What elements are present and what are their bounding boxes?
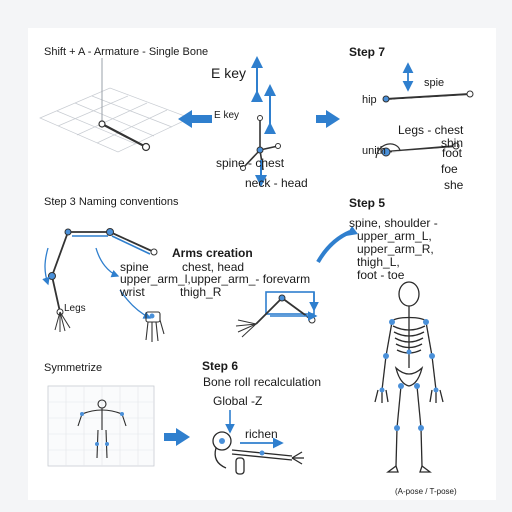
hip-joint bbox=[382, 95, 390, 103]
forearm-bones bbox=[255, 297, 313, 325]
naming-spine: spine bbox=[120, 260, 149, 274]
shoulder-joint bbox=[64, 228, 72, 236]
step5-line-5: foot - toe bbox=[357, 268, 405, 282]
leg-joint-upper bbox=[48, 272, 56, 280]
forearm-joint-mid bbox=[278, 294, 286, 302]
leg-bone-horizontal-inner bbox=[391, 147, 449, 153]
chain-joint-left bbox=[240, 165, 246, 171]
foe-label: foe bbox=[441, 162, 458, 176]
step6-arm bbox=[212, 431, 304, 475]
symmetrize-joints bbox=[80, 412, 124, 446]
pose-caption: (A-pose / T-pose) bbox=[395, 487, 457, 496]
hip-label: hip bbox=[362, 94, 377, 106]
step6-shoulder-joint bbox=[219, 438, 225, 444]
step7-title: Step 7 bbox=[349, 45, 386, 59]
naming-chest-head: chest, head bbox=[182, 260, 245, 274]
full-skeleton bbox=[374, 281, 444, 473]
she-label: she bbox=[444, 178, 464, 192]
chain-joint-right bbox=[275, 143, 281, 149]
leg-ik-curve bbox=[375, 143, 401, 159]
arm-rig bbox=[51, 231, 155, 313]
step3-title: Step 3 Naming conventions bbox=[44, 196, 179, 208]
forearm-joint-end bbox=[308, 316, 316, 324]
leg-bone-horizontal bbox=[383, 145, 457, 153]
spine-chest-label: spine - chest bbox=[216, 156, 285, 170]
arrow-right-symmetrize bbox=[164, 428, 190, 446]
spine-bone-horizontal bbox=[385, 93, 471, 100]
bone-tail-joint bbox=[141, 142, 151, 152]
grid-floor bbox=[39, 87, 191, 153]
step5-line-3: upper_arm_R, bbox=[357, 242, 434, 256]
arrow-curve-head bbox=[346, 226, 358, 236]
chain-joint-mid bbox=[256, 146, 264, 154]
symmetrize-title: Symmetrize bbox=[44, 362, 103, 374]
neck-head-label: neck - head bbox=[245, 176, 308, 190]
richen-label: richen bbox=[245, 427, 278, 441]
e-key-small-label: E key bbox=[214, 110, 240, 121]
global-z-label: Global -Z bbox=[213, 394, 263, 408]
elbow-joint bbox=[106, 228, 114, 236]
leg-root-joint bbox=[381, 147, 391, 157]
step6-subtitle: Bone roll recalculation bbox=[203, 375, 322, 389]
step6-elbow-joint bbox=[259, 450, 265, 456]
foot-label: foot bbox=[442, 146, 463, 160]
arrow-curve-to-step5 bbox=[316, 230, 351, 264]
single-bone bbox=[101, 123, 147, 148]
leg-end-joint bbox=[452, 142, 460, 150]
arms-creation-label: Arms creation bbox=[172, 246, 253, 260]
forearm-hand bbox=[235, 319, 257, 338]
spine-bone-horizontal-inner bbox=[391, 95, 463, 101]
step5-line-1: spine, shoulder - bbox=[349, 216, 438, 230]
naming-upper-arm: upper_arm_l,upper_arm_- forevarm bbox=[120, 272, 311, 286]
bone-head-joint bbox=[98, 120, 106, 128]
step5-line-4: thigh_L, bbox=[357, 255, 400, 269]
step3-arrows bbox=[42, 247, 152, 319]
chain-joint-top bbox=[257, 115, 263, 121]
step5-line-2: upper_arm_L, bbox=[357, 229, 432, 243]
symmetrize-viewport bbox=[47, 385, 155, 467]
spine-end-joint bbox=[466, 90, 474, 98]
e-key-large-label: E key bbox=[211, 65, 247, 81]
skeleton-joints bbox=[379, 319, 439, 431]
hand-bones-left bbox=[54, 311, 71, 332]
step6-title: Step 6 bbox=[202, 359, 239, 373]
naming-wrist: wrist bbox=[120, 285, 145, 299]
arrow-right-large bbox=[316, 110, 340, 128]
arm-rig-highlight bbox=[72, 235, 151, 255]
add-bone-title: Shift + A - Armature - Single Bone bbox=[44, 46, 209, 58]
unith-label: unith bbox=[362, 145, 386, 157]
legs-label: Legs bbox=[64, 303, 86, 314]
small-hand-joint bbox=[149, 313, 155, 319]
hand-joint bbox=[150, 248, 158, 256]
extrude-arrows bbox=[251, 56, 276, 187]
arrow-left-large bbox=[178, 110, 212, 128]
shin-label: shin bbox=[441, 136, 464, 150]
spie-label: spie bbox=[424, 77, 445, 89]
small-hand bbox=[145, 311, 165, 342]
step5-title: Step 5 bbox=[349, 196, 386, 210]
naming-thigh-r: thigh_R bbox=[180, 285, 222, 299]
legs-chest-label: Legs - chest bbox=[398, 123, 464, 137]
